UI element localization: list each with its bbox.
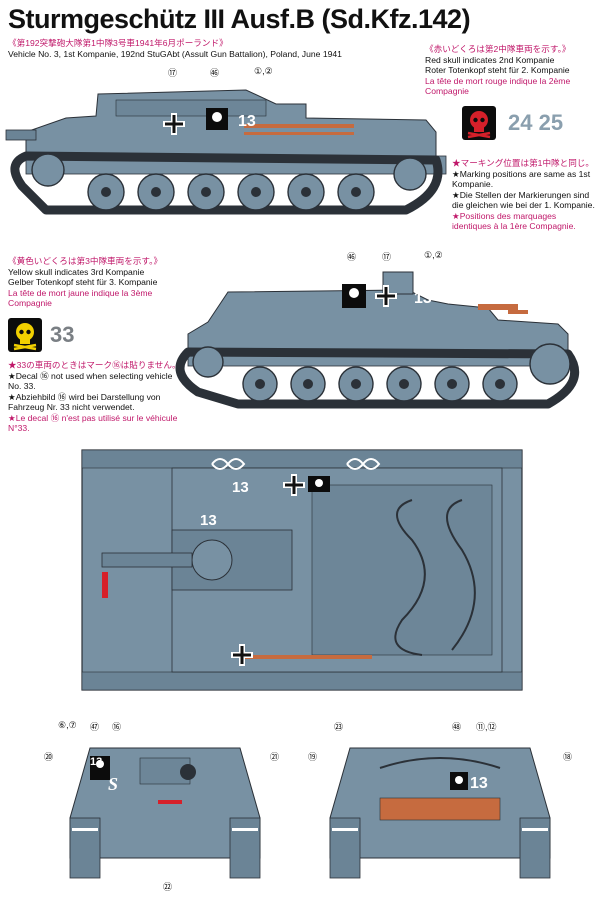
callout-48: ㊽ xyxy=(452,722,462,732)
red-skull-badge xyxy=(462,106,496,140)
callout-12-top: ①,② xyxy=(254,66,273,76)
yellow-note-fr2: Compagnie xyxy=(8,298,52,308)
marking-note-jp: ★マーキング位置は第1中隊と同じ。 xyxy=(452,158,595,168)
decal-note-fr2: N°33. xyxy=(8,423,30,433)
red-note-jp: 《赤いどくろは第2中隊車両を示す。》 xyxy=(425,44,571,54)
callout-16: ⑯ xyxy=(112,722,122,732)
rear-number-13: 13 xyxy=(470,775,488,792)
yellow-note-fr: La tête de mort jaune indique la 3ème xyxy=(8,287,153,298)
tank-front-view: 13 S xyxy=(69,747,261,879)
marking-note: ★マーキング位置は第1中隊と同じ。 ★Marking positions are… xyxy=(452,158,595,232)
yellow-skull-note: 《黄色いどくろは第3中隊車両を示す。》 Yellow skull indicat… xyxy=(8,256,162,309)
skull-icon xyxy=(13,323,37,351)
callout-19: ⑲ xyxy=(308,752,318,762)
marking-note-de1: ★Die Stellen der Markierungen sind xyxy=(452,189,590,200)
yellow-skull-badge xyxy=(8,318,42,352)
marking-note-en1: ★Marking positions are same as 1st xyxy=(452,168,591,179)
tank-side-view-left: 13 xyxy=(5,89,447,215)
top-number-13-a: 13 xyxy=(232,479,249,496)
yellow-note-jp: 《黄色いどくろは第3中隊車両を示す。》 xyxy=(8,256,163,266)
callout-1112: ⑪,⑫ xyxy=(476,722,497,732)
red-skull-numbers: 24 25 xyxy=(508,110,564,135)
marking-note-de2: die gleichen wie bei der 1. Kompanie. xyxy=(452,200,595,210)
decal-note-de1: ★Abziehbild ⑯ wird bei Darstellung von xyxy=(8,391,161,402)
callout-47: ㊼ xyxy=(90,722,100,732)
callout-46-mid: ㊻ xyxy=(347,252,357,262)
front-letter-s: S xyxy=(108,774,118,794)
page-title: Sturmgeschütz III Ausf.B (Sd.Kfz.142) xyxy=(8,4,471,34)
callout-17-mid: ⑰ xyxy=(382,252,392,262)
decal-note-en1: ★Decal ⑯ not used when selecting vehicle xyxy=(8,370,173,381)
callout-20: ⑳ xyxy=(44,752,54,762)
mid-number-13: 13 xyxy=(414,290,432,307)
decal-note-jp: ★33の車両のときはマーク⑯は貼りません。 xyxy=(8,360,181,370)
decal-note: ★33の車両のときはマーク⑯は貼りません。 ★Decal ⑯ not used … xyxy=(8,360,181,434)
balkenkreuz-icon xyxy=(231,644,253,666)
red-skull-note: 《赤いどくろは第2中隊車両を示す。》 Red skull indicates 2… xyxy=(425,44,570,97)
vehicle-caption: 《第192突撃砲大隊第1中隊3号車1941年6月ポーランド》 Vehicle N… xyxy=(8,38,342,59)
callout-18: ⑱ xyxy=(563,752,573,762)
callout-67: ⑥,⑦ xyxy=(58,720,77,730)
balkenkreuz-icon xyxy=(375,285,397,307)
side-number-13: 13 xyxy=(238,113,256,130)
red-note-fr: La tête de mort rouge indique la 2ème xyxy=(425,75,571,86)
callout-22: ㉒ xyxy=(163,882,173,892)
caption-jp: 《第192突撃砲大隊第1中隊3号車1941年6月ポーランド》 xyxy=(8,38,228,48)
front-number-13: 13 xyxy=(90,756,102,768)
yellow-note-de: Gelber Totenkopf steht für 3. Kompanie xyxy=(8,277,158,287)
tank-rear-view: 13 xyxy=(329,747,551,879)
callout-46-top: ㊻ xyxy=(210,68,220,78)
tank-top-view: 13 13 xyxy=(81,449,523,691)
red-note-en: Red skull indicates 2nd Kompanie xyxy=(425,54,555,65)
skull-icon xyxy=(467,111,491,139)
caption-en: Vehicle No. 3, 1st Kompanie, 192nd StuGA… xyxy=(8,48,342,59)
decal-note-en2: No. 33. xyxy=(8,381,36,391)
balkenkreuz-icon xyxy=(283,474,305,496)
decal-note-fr1: ★Le decal ⑯ n'est pas utilisé sur le véh… xyxy=(8,412,178,423)
yellow-skull-number: 33 xyxy=(50,322,75,347)
tank-side-view-right: 13 xyxy=(175,271,580,409)
balkenkreuz-icon xyxy=(163,113,185,135)
marking-note-fr2: identiques à la 1ère Compagnie. xyxy=(452,221,576,231)
callout-21: ㉑ xyxy=(270,752,280,762)
red-note-de: Roter Totenkopf steht für 2. Kompanie xyxy=(425,65,570,75)
callout-12-mid: ①,② xyxy=(424,250,443,260)
callout-23: ㉓ xyxy=(334,722,344,732)
decal-note-de2: Fahrzeug Nr. 33 nicht verwendet. xyxy=(8,402,135,412)
yellow-note-en: Yellow skull indicates 3rd Kompanie xyxy=(8,266,145,277)
marking-note-en2: Kompanie. xyxy=(452,179,494,189)
top-number-13-b: 13 xyxy=(200,512,217,529)
callout-17-top: ⑰ xyxy=(168,68,178,78)
marking-note-fr1: ★Positions des marquages xyxy=(452,210,557,221)
red-note-fr2: Compagnie xyxy=(425,86,469,96)
